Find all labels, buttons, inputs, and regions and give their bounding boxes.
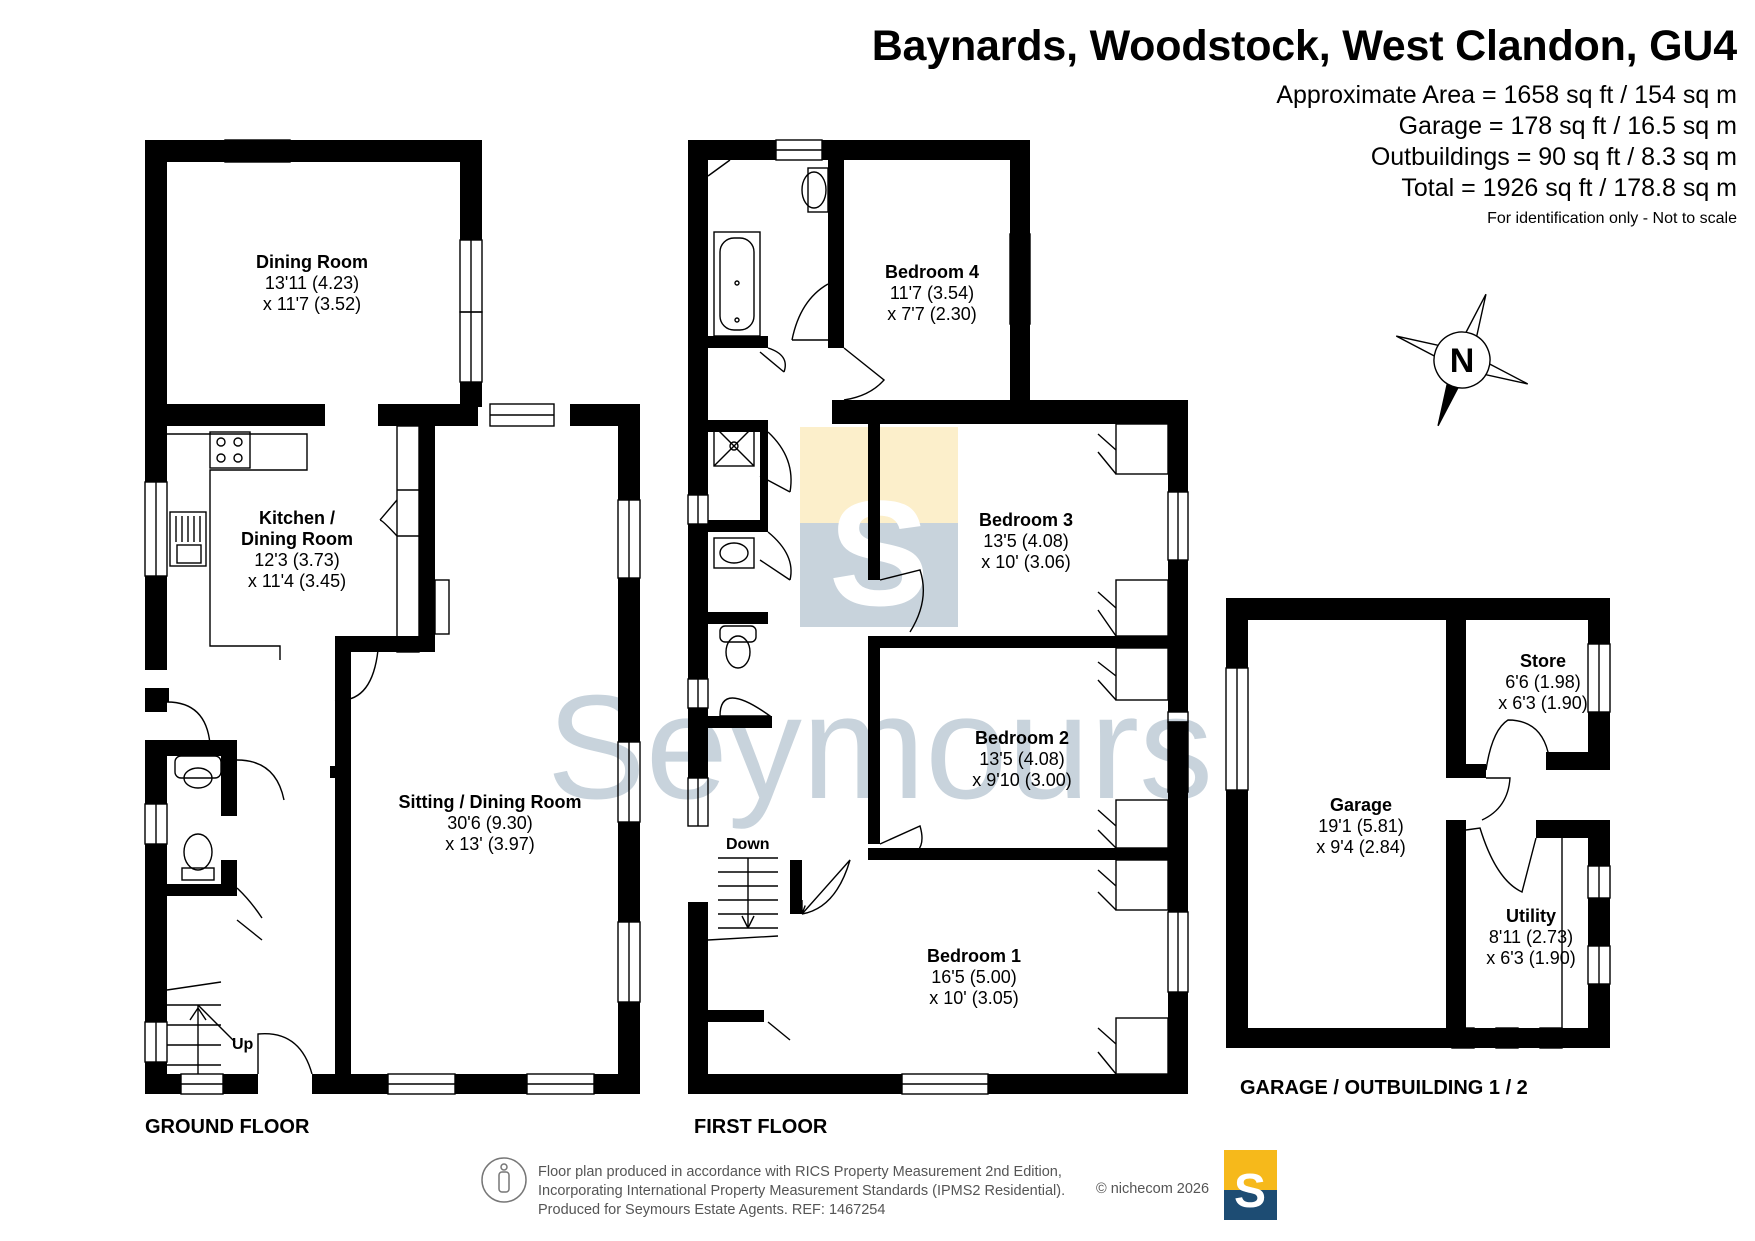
approximate-area: Approximate Area = 1658 sq ft / 154 sq m (1276, 81, 1737, 109)
footer-logo: S (1224, 1150, 1277, 1220)
ground-floor-label: GROUND FLOOR (145, 1116, 310, 1138)
svg-text:S: S (1234, 1165, 1266, 1218)
disclaimer: For identification only - Not to scale (1487, 210, 1737, 227)
compass-icon (1395, 293, 1529, 427)
first-floor-label: FIRST FLOOR (694, 1116, 828, 1138)
outbuildings-area: Outbuildings = 90 sq ft / 8.3 sq m (1370, 143, 1737, 171)
property-title: Baynards, Woodstock, West Clandon, GU4 (871, 22, 1737, 70)
stairs-down-label: Down (726, 836, 770, 853)
compass-label: N (1450, 342, 1475, 380)
footer-text: Floor plan produced in accordance with R… (538, 1163, 1065, 1220)
stairs-up-label: Up (232, 1036, 254, 1053)
garage-outbuilding-label: GARAGE / OUTBUILDING 1 / 2 (1240, 1077, 1528, 1099)
footer-line-3: Produced for Seymours Estate Agents. REF… (538, 1202, 886, 1218)
fixtures (144, 139, 1611, 1095)
footer-line-1: Floor plan produced in accordance with R… (538, 1164, 1062, 1180)
area-summary: Approximate Area = 1658 sq ft / 154 sq m… (1276, 80, 1737, 228)
garage-area: Garage = 178 sq ft / 16.5 sq m (1398, 112, 1737, 140)
copyright: © nichecom 2026 (1096, 1181, 1210, 1197)
person-measurement-icon (481, 1157, 527, 1203)
footer-line-2: Incorporating International Property Mea… (538, 1183, 1066, 1199)
total-area: Total = 1926 sq ft / 178.8 sq m (1401, 174, 1737, 202)
walls (145, 140, 1610, 1094)
